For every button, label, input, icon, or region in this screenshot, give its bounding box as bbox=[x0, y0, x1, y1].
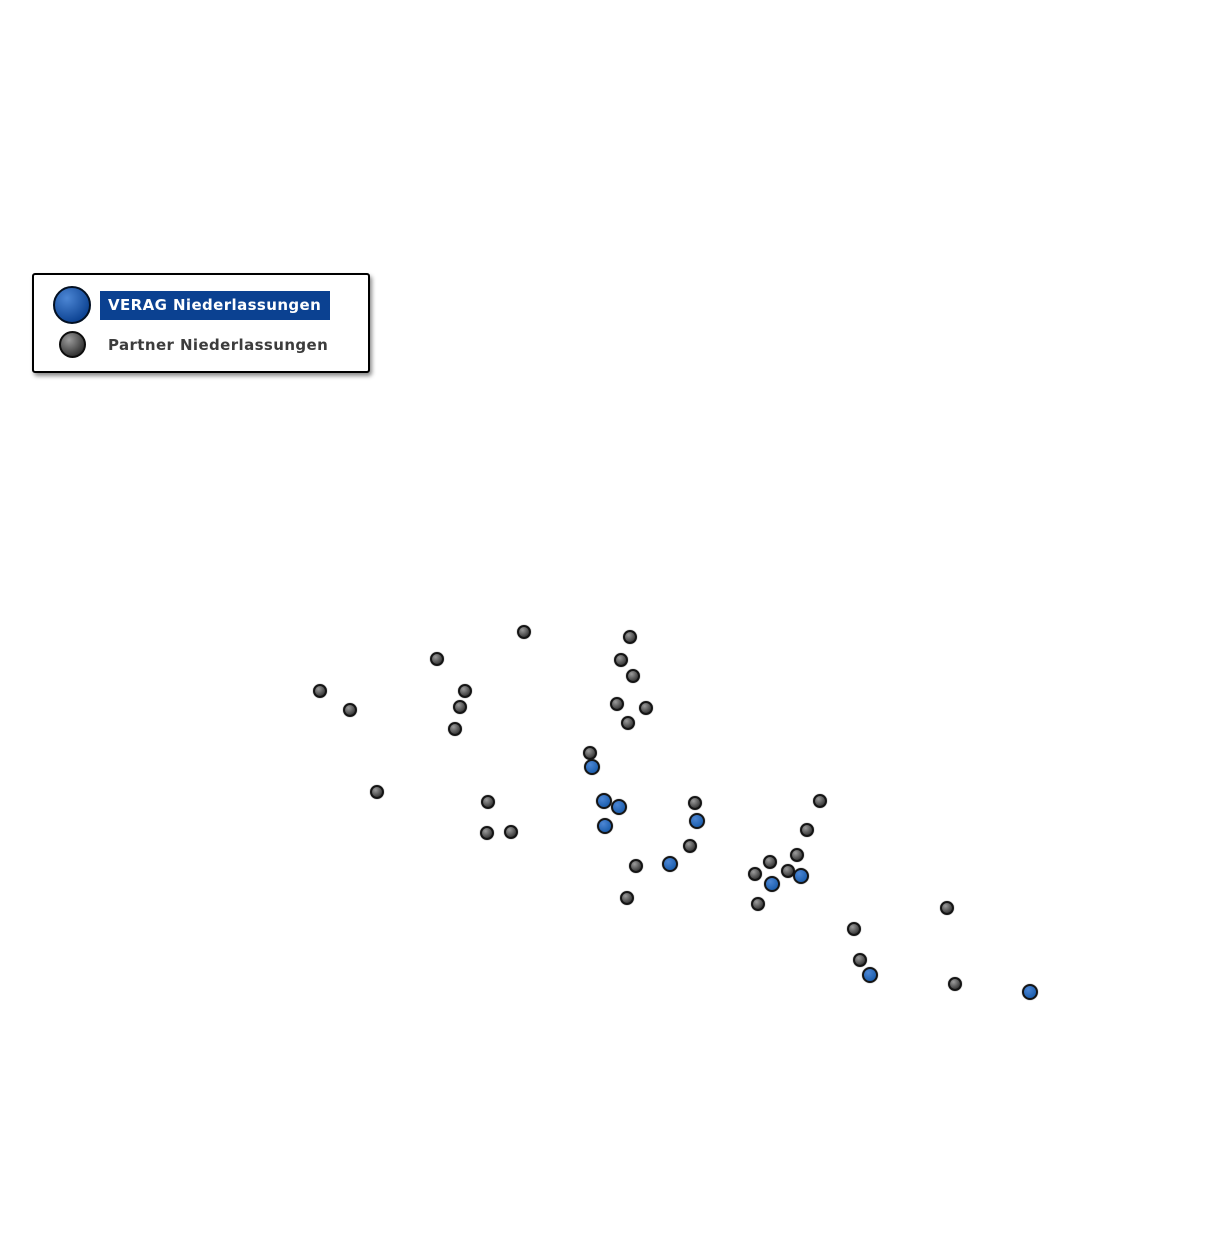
partner-marker[interactable] bbox=[504, 825, 518, 839]
partner-marker[interactable] bbox=[763, 855, 777, 869]
partner-marker[interactable] bbox=[610, 697, 624, 711]
partner-marker[interactable] bbox=[683, 839, 697, 853]
partner-marker[interactable] bbox=[688, 796, 702, 810]
partner-marker[interactable] bbox=[453, 700, 467, 714]
partner-marker[interactable] bbox=[748, 867, 762, 881]
partner-legend-label: Partner Niederlassungen bbox=[108, 335, 329, 354]
verag-marker[interactable] bbox=[764, 876, 780, 892]
partner-marker[interactable] bbox=[430, 652, 444, 666]
partner-marker[interactable] bbox=[621, 716, 635, 730]
legend: VERAG Niederlassungen Partner Niederlass… bbox=[32, 273, 370, 373]
legend-dot-column bbox=[44, 286, 100, 324]
verag-marker[interactable] bbox=[597, 818, 613, 834]
verag-marker[interactable] bbox=[611, 799, 627, 815]
partner-marker[interactable] bbox=[948, 977, 962, 991]
partner-marker[interactable] bbox=[813, 794, 827, 808]
partner-marker[interactable] bbox=[614, 653, 628, 667]
partner-marker[interactable] bbox=[751, 897, 765, 911]
partner-marker[interactable] bbox=[623, 630, 637, 644]
verag-marker[interactable] bbox=[662, 856, 678, 872]
partner-marker[interactable] bbox=[639, 701, 653, 715]
verag-marker[interactable] bbox=[1022, 984, 1038, 1000]
partner-marker[interactable] bbox=[629, 859, 643, 873]
partner-marker[interactable] bbox=[313, 684, 327, 698]
legend-row-partner: Partner Niederlassungen bbox=[44, 331, 358, 358]
partner-marker[interactable] bbox=[517, 625, 531, 639]
verag-marker[interactable] bbox=[584, 759, 600, 775]
partner-marker[interactable] bbox=[800, 823, 814, 837]
partner-marker[interactable] bbox=[940, 901, 954, 915]
partner-marker[interactable] bbox=[370, 785, 384, 799]
verag-marker[interactable] bbox=[793, 868, 809, 884]
partner-marker[interactable] bbox=[853, 953, 867, 967]
partner-marker[interactable] bbox=[481, 795, 495, 809]
verag-marker[interactable] bbox=[689, 813, 705, 829]
legend-row-verag: VERAG Niederlassungen bbox=[44, 286, 358, 324]
partner-marker[interactable] bbox=[790, 848, 804, 862]
verag-marker[interactable] bbox=[862, 967, 878, 983]
partner-marker[interactable] bbox=[480, 826, 494, 840]
verag-marker[interactable] bbox=[596, 793, 612, 809]
partner-marker[interactable] bbox=[620, 891, 634, 905]
partner-legend-icon bbox=[58, 331, 86, 358]
verag-legend-label: VERAG Niederlassungen bbox=[100, 290, 331, 320]
partner-marker[interactable] bbox=[847, 922, 861, 936]
partner-marker[interactable] bbox=[448, 722, 462, 736]
partner-marker[interactable] bbox=[583, 746, 597, 760]
partner-marker[interactable] bbox=[458, 684, 472, 698]
partner-marker[interactable] bbox=[626, 669, 640, 683]
legend-dot-column bbox=[44, 331, 100, 358]
verag-legend-icon bbox=[53, 286, 91, 324]
partner-marker[interactable] bbox=[343, 703, 357, 717]
